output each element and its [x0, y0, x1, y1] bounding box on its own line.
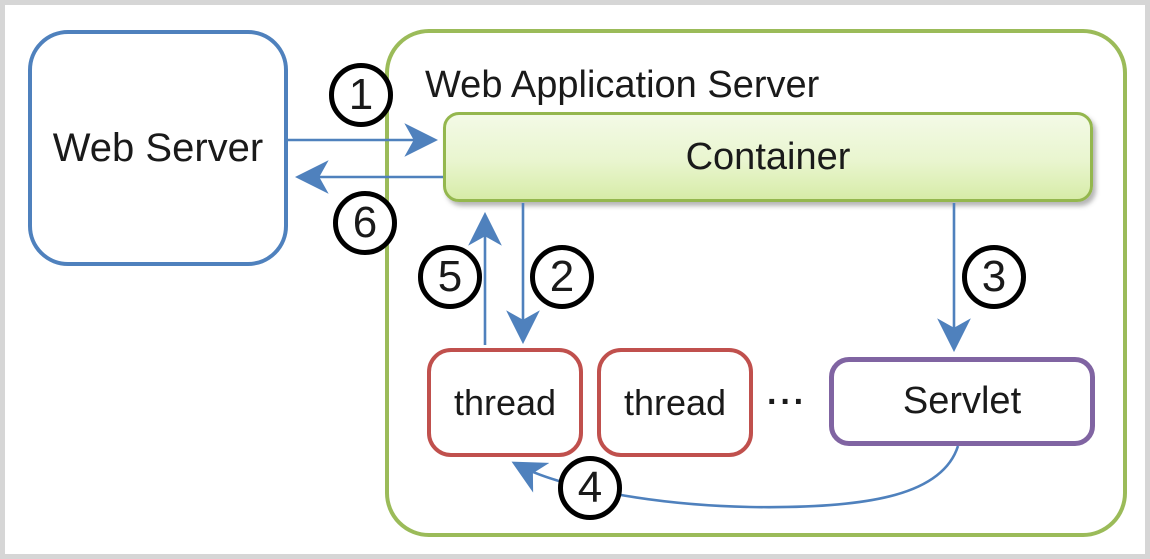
step-6-number: 6: [352, 198, 378, 247]
thread-box-1: thread: [427, 348, 583, 457]
thread-ellipsis: ···: [767, 382, 807, 421]
step-4-number: 4: [577, 463, 603, 512]
step-badge-5: 5: [418, 245, 482, 309]
step-5-number: 5: [437, 252, 463, 301]
step-2-number: 2: [549, 252, 575, 301]
thread-box-2: thread: [597, 348, 753, 457]
container-box: Container: [443, 112, 1093, 202]
servlet-label: Servlet: [902, 380, 1022, 422]
web-server-box: Web Server: [28, 30, 288, 266]
step-badge-3: 3: [962, 245, 1026, 309]
step-badge-2: 2: [530, 245, 594, 309]
step-badge-6: 6: [333, 191, 397, 255]
step-1-number: 1: [348, 70, 374, 119]
thread-2-label: thread: [623, 381, 727, 423]
web-application-server-title: Web Application Server: [425, 64, 820, 106]
step-badge-1: 1: [329, 63, 393, 127]
web-server-label: Web Server: [52, 125, 264, 170]
step-3-number: 3: [981, 252, 1007, 301]
web-application-server-box: [385, 29, 1127, 537]
thread-1-label: thread: [453, 381, 557, 423]
servlet-box: Servlet: [829, 357, 1095, 446]
container-label: Container: [685, 135, 851, 178]
step-badge-4: 4: [558, 456, 622, 520]
